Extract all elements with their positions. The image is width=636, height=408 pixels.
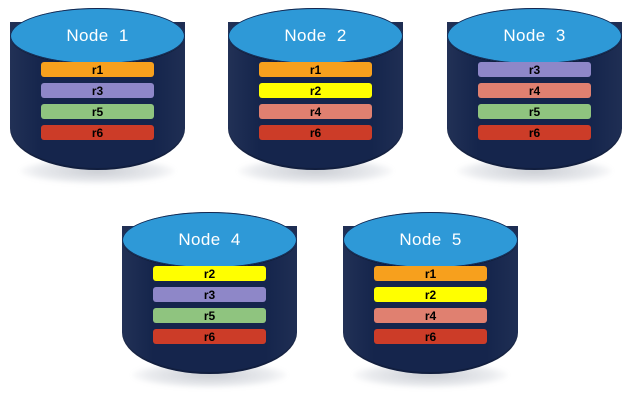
cylinder-top-disc <box>122 212 297 268</box>
replica-bar[interactable]: r6 <box>374 329 487 344</box>
replica-bar[interactable]: r4 <box>374 308 487 323</box>
node-cylinder-2[interactable]: Node 2 r1 r2 r4 r6 <box>228 8 403 186</box>
node-cylinder-3[interactable]: Node 3 r3 r4 r5 r6 <box>447 8 622 186</box>
node-label: Node 5 <box>399 230 462 249</box>
node-cylinder-1[interactable]: Node 1 r1 r3 r5 r6 <box>10 8 185 186</box>
node-label: Node 3 <box>503 26 566 45</box>
replica-bar[interactable]: r1 <box>259 62 372 77</box>
replica-bar[interactable]: r6 <box>259 125 372 140</box>
replica-bar[interactable]: r3 <box>41 83 154 98</box>
replica-list: r3 r4 r5 r6 <box>478 62 591 140</box>
replica-list: r2 r3 r5 r6 <box>153 266 266 344</box>
replica-bar[interactable]: r6 <box>478 125 591 140</box>
replica-bar[interactable]: r5 <box>478 104 591 119</box>
replica-bar[interactable]: r2 <box>374 287 487 302</box>
replica-bar[interactable]: r6 <box>153 329 266 344</box>
cylinder-top-disc <box>447 8 622 64</box>
node-label: Node 2 <box>284 26 347 45</box>
replica-bar[interactable]: r4 <box>478 83 591 98</box>
replica-bar[interactable]: r1 <box>41 62 154 77</box>
node-cylinder-4[interactable]: Node 4 r2 r3 r5 r6 <box>122 212 297 390</box>
replica-list: r1 r2 r4 r6 <box>259 62 372 140</box>
cylinder-top-disc <box>343 212 518 268</box>
replica-bar[interactable]: r2 <box>259 83 372 98</box>
replica-bar[interactable]: r6 <box>41 125 154 140</box>
replica-list: r1 r2 r4 r6 <box>374 266 487 344</box>
replica-bar[interactable]: r2 <box>153 266 266 281</box>
node-label: Node 4 <box>178 230 241 249</box>
replica-bar[interactable]: r5 <box>153 308 266 323</box>
replica-bar[interactable]: r4 <box>259 104 372 119</box>
replica-bar[interactable]: r5 <box>41 104 154 119</box>
cylinder-top-disc <box>228 8 403 64</box>
node-label: Node 1 <box>66 26 129 45</box>
replica-bar[interactable]: r3 <box>153 287 266 302</box>
replica-bar[interactable]: r1 <box>374 266 487 281</box>
replica-bar[interactable]: r3 <box>478 62 591 77</box>
replica-list: r1 r3 r5 r6 <box>41 62 154 140</box>
cylinder-top-disc <box>10 8 185 64</box>
node-cylinder-5[interactable]: Node 5 r1 r2 r4 r6 <box>343 212 518 390</box>
